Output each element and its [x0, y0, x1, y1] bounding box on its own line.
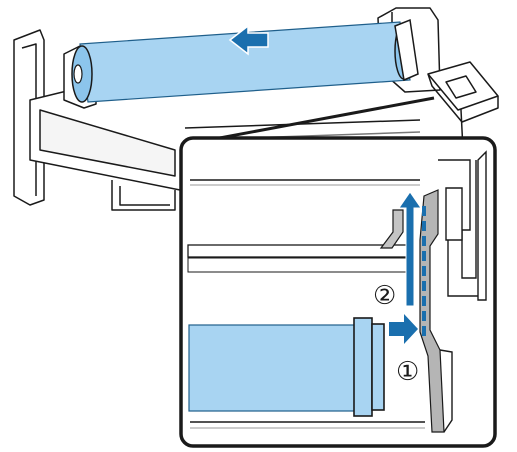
roll-left-core [73, 64, 83, 84]
roll-detail-body [188, 324, 358, 412]
arrow-up-icon [398, 191, 422, 307]
roll-detail-flange [353, 317, 373, 417]
control-panel-screen [445, 75, 477, 99]
right-mechanism [438, 150, 487, 433]
roll-detail-flange-edge [371, 323, 385, 411]
printer-lower-frame-2 [119, 186, 170, 206]
printer-lower-frame [111, 180, 176, 211]
roll-media-overview [71, 18, 419, 103]
left-guide-plate [379, 209, 404, 249]
step-1-label: ① [396, 357, 419, 387]
detail-zoom-box: ② ① [179, 136, 497, 448]
step-2-label: ② [373, 281, 396, 311]
control-panel-base [427, 73, 499, 123]
printer-front-panel [39, 109, 176, 177]
paper-path-plate [419, 189, 445, 433]
middle-rail-inner [187, 257, 414, 273]
roll-right-flange [394, 18, 419, 82]
arrow-left-icon [228, 24, 269, 56]
middle-rail [187, 244, 414, 258]
arrow-right-icon [389, 314, 418, 344]
